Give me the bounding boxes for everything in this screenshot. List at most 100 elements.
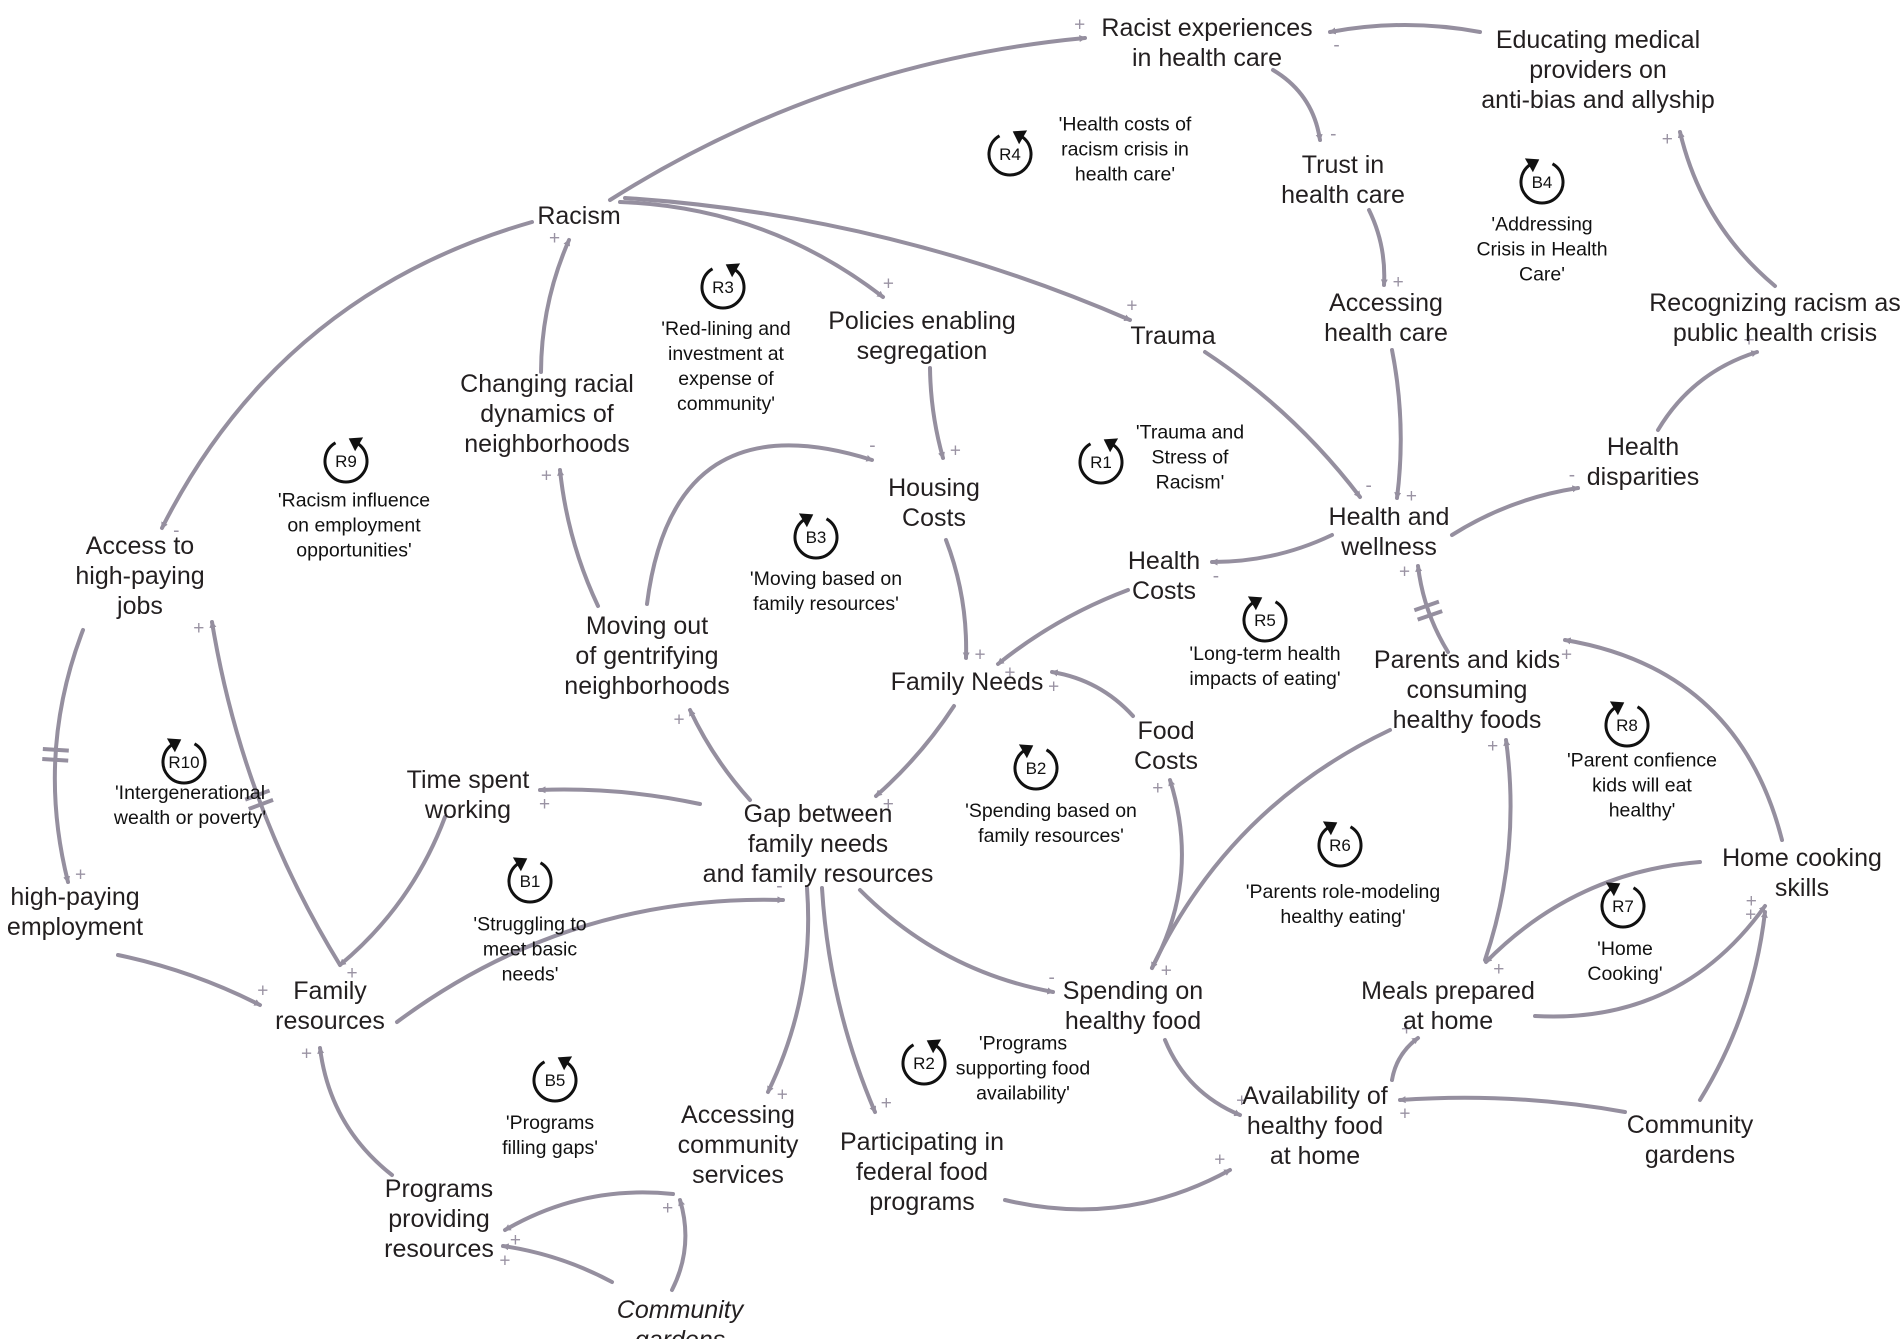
link-polarity: - [173, 521, 179, 542]
node-label-line: Health [1127, 547, 1201, 575]
node-label-line: Gap between [743, 800, 893, 828]
link-trauma-to-health-wellness [1203, 350, 1362, 499]
node-label-line: health care [1324, 319, 1448, 347]
link-trust-to-accessing-health-care [1367, 208, 1388, 287]
loop-arrowhead [1609, 701, 1625, 716]
loop-id: B4 [1532, 173, 1553, 192]
link-polarity: - [869, 435, 875, 456]
loop-indicator-b5-icon: B5 [532, 1056, 578, 1103]
link-polarity: + [1406, 486, 1417, 507]
link-health-wellness-to-health-costs [1210, 533, 1334, 566]
link-polarity: + [673, 710, 684, 731]
loop-id: R3 [712, 278, 734, 297]
link-polarity: + [301, 1044, 312, 1065]
node-label-line: Costs [902, 504, 966, 532]
node-label-line: Access to [85, 532, 195, 560]
node-trauma: Trauma [1130, 321, 1215, 351]
node-label-line: Policies enabling [828, 307, 1016, 335]
node-label-line: employment [6, 913, 144, 941]
loop-label-line: filling gaps' [502, 1137, 598, 1159]
link-polarity: + [1745, 904, 1756, 925]
node-label-line: Recognizing racism as [1649, 289, 1901, 317]
node-label-line: Educating medical [1495, 26, 1701, 54]
node-label-line: public health crisis [1672, 319, 1878, 347]
loop-indicator-r6-icon: R6 [1317, 821, 1363, 868]
link-health-costs-to-family-needs [996, 588, 1130, 666]
node-label-line: community [677, 1131, 799, 1159]
loop-label-line: 'Health costs of [1058, 113, 1192, 136]
loop-arrowhead [512, 857, 528, 872]
loop-arc [1604, 705, 1650, 748]
node-label-line: Food [1137, 717, 1195, 745]
loop-id: B5 [545, 1071, 566, 1090]
loop-label-line: 'Home [1597, 938, 1653, 960]
link-polarity: + [1393, 272, 1404, 293]
link-polarity: + [883, 794, 894, 815]
delay-mark [1416, 609, 1443, 622]
link-polarity: + [1236, 1091, 1247, 1112]
link-polarity: + [75, 865, 86, 886]
loop-indicator-r2-icon: R2 [901, 1039, 947, 1086]
loop-id: B2 [1026, 759, 1047, 778]
link-educating-providers-to-racist-experiences [1328, 23, 1482, 35]
loop-label-line: 'Programs [978, 1032, 1068, 1055]
delay-mark [42, 747, 69, 753]
loop-label-line: racism crisis in [1061, 138, 1189, 161]
loop-label-line: 'Moving based on [749, 568, 903, 590]
link-polarity: + [1048, 676, 1059, 697]
link-family-resources-to-access-jobs [209, 620, 342, 967]
node-label-line: Racist experiences [1101, 14, 1313, 42]
link-family-resources-to-gap [395, 896, 785, 1024]
loop-label-line: health care' [1074, 163, 1176, 186]
loop-indicator-r8-icon: R8 [1604, 701, 1650, 748]
loop-arrowhead [798, 513, 814, 528]
link-community-gardens-right-to-availability [1398, 1095, 1627, 1114]
loop-label-line: opportunities' [296, 539, 412, 562]
node-label-line: high-paying [10, 883, 140, 911]
loop-arrowhead [1103, 438, 1119, 453]
node-label-line: services [692, 1161, 784, 1189]
loop-label-line: Racism' [1155, 471, 1225, 494]
link-recognizing-to-educating-providers [1677, 130, 1777, 288]
link-polarity: + [1152, 778, 1163, 799]
loop-arrowhead [166, 738, 182, 753]
loop-label-line: 'Addressing [1491, 213, 1593, 236]
link-parents-kids-to-spending-healthy-food [1150, 728, 1392, 970]
node-label-line: segregation [856, 337, 988, 365]
node-label-line: Housing [888, 474, 980, 502]
loop-label-line: 'Struggling to [473, 913, 587, 936]
link-polarity: + [1561, 644, 1572, 665]
node-label-line: Time spent [406, 766, 530, 794]
node-label-line: and family resources [702, 860, 934, 888]
node-label-line: Trust in [1301, 151, 1385, 179]
link-health-wellness-to-health-disparities [1450, 485, 1580, 537]
loop-label-line: meet basic [482, 938, 578, 961]
link-polarity: + [950, 440, 961, 461]
node-label-line: health care [1281, 181, 1405, 209]
loop-id: R5 [1254, 611, 1276, 630]
loop-label-line: impacts of eating' [1189, 668, 1341, 690]
link-gap-to-moving-out [688, 708, 752, 802]
loop-label-line: 'Red-lining and [661, 318, 791, 340]
loop-label-line: Care' [1519, 263, 1565, 286]
loop-arrowhead [1018, 744, 1034, 759]
node-label-line: gardens [617, 1325, 743, 1339]
loop-arc [700, 267, 746, 310]
